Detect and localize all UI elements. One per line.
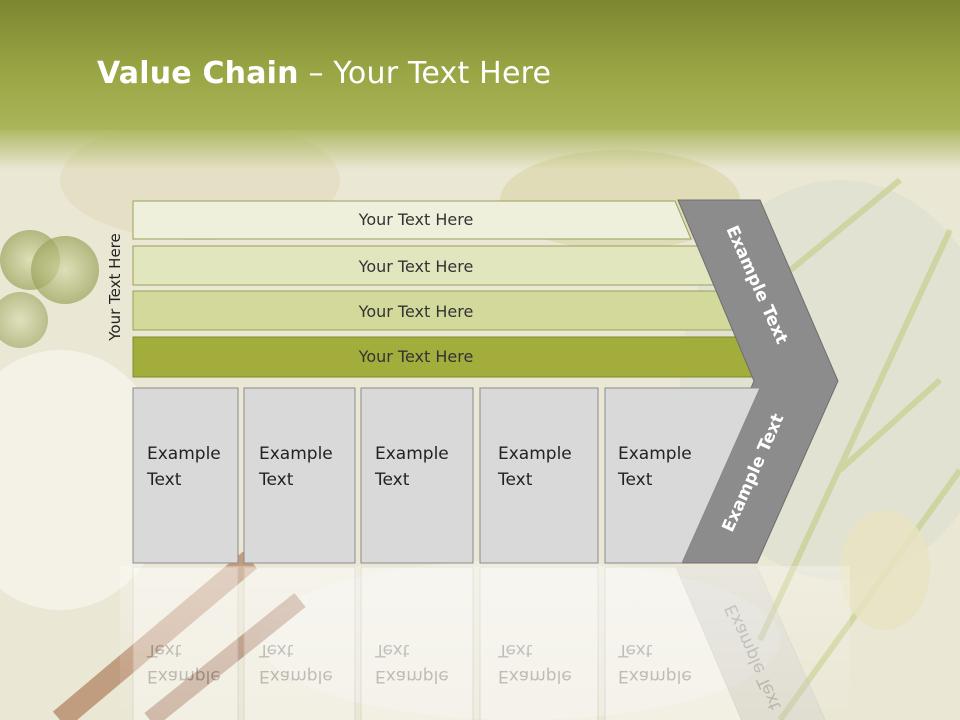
activity-box-line1-4: Example bbox=[498, 444, 572, 464]
bar-label-4: Your Text Here bbox=[358, 347, 474, 366]
activity-box-shape-1 bbox=[132, 387, 239, 564]
activity-box-line2-4: Text bbox=[497, 470, 533, 490]
activity-box-shape-5 bbox=[604, 387, 761, 564]
activity-box-line1-3: Example bbox=[375, 444, 449, 464]
reflection-fade bbox=[120, 566, 850, 720]
bar-row-4[interactable]: Your Text Here bbox=[132, 336, 764, 378]
activity-box-line2-5: Text bbox=[617, 470, 653, 490]
title-rest: – Your Text Here bbox=[298, 56, 552, 91]
activity-box-line2-3: Text bbox=[374, 470, 410, 490]
activity-box-shape-3 bbox=[360, 387, 474, 564]
activity-box-1[interactable]: Example Text bbox=[132, 387, 239, 564]
activity-box-line2-1: Text bbox=[146, 470, 182, 490]
activity-box-2[interactable]: Example Text bbox=[243, 387, 356, 564]
activity-box-shape-4 bbox=[479, 387, 599, 564]
activity-box-3[interactable]: Example Text bbox=[360, 387, 474, 564]
activity-box-shape-2 bbox=[243, 387, 356, 564]
bar-row-3[interactable]: Your Text Here bbox=[132, 290, 740, 331]
activity-box-5[interactable]: Example Text bbox=[604, 387, 761, 564]
activity-box-line2-2: Text bbox=[258, 470, 294, 490]
activity-box-line1-5: Example bbox=[618, 444, 692, 464]
title-bold: Value Chain bbox=[97, 56, 299, 91]
slide-title: Value Chain – Your Text Here bbox=[97, 56, 551, 91]
bar-shape-1 bbox=[132, 200, 692, 240]
bar-row-1[interactable]: Your Text Here bbox=[132, 200, 692, 240]
activity-box-line1-2: Example bbox=[259, 444, 333, 464]
activity-box-line1-1: Example bbox=[147, 444, 221, 464]
bar-label-1: Your Text Here bbox=[358, 210, 474, 229]
bar-label-3: Your Text Here bbox=[358, 302, 474, 321]
bar-label-2: Your Text Here bbox=[358, 257, 474, 276]
activity-box-4[interactable]: Example Text bbox=[479, 387, 599, 564]
bar-row-2[interactable]: Your Text Here bbox=[132, 245, 717, 286]
